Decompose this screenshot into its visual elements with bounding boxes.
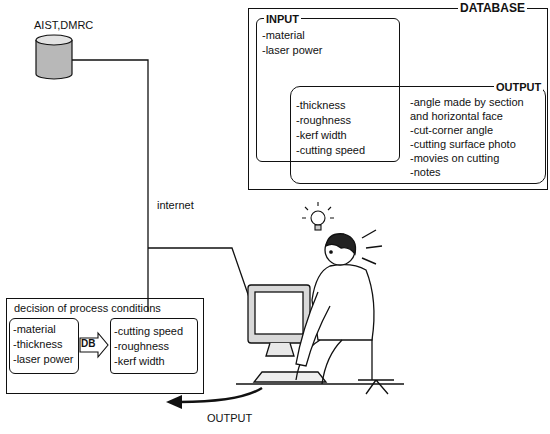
- surprise-marks: [362, 230, 382, 264]
- keyboard: [254, 372, 326, 382]
- item-text: -thickness: [296, 98, 346, 112]
- output-list-box: -cutting speed-roughness-kerf width: [110, 318, 198, 374]
- item-text: -cutting speed: [296, 143, 365, 157]
- database-server: AIST,DMRC: [30, 16, 122, 82]
- monitor-stand: [266, 343, 294, 356]
- item-text: -kerf width: [114, 354, 165, 368]
- network-line: [148, 248, 250, 300]
- bulb-rays: [302, 202, 334, 218]
- arrow-head: [166, 395, 182, 409]
- eye: [330, 251, 332, 253]
- input-list-box: -material-thickness-laser power: [9, 318, 79, 374]
- item-text: -laser power: [13, 352, 74, 366]
- item-text: -cutting speed: [114, 324, 183, 338]
- cylinder-top: [36, 35, 72, 45]
- output-group: OUTPUT-thickness-roughness-kerf width-cu…: [290, 86, 546, 184]
- network-line: [72, 60, 148, 312]
- decision-panel: -material-thickness-laser powerDB-cuttin…: [6, 298, 204, 394]
- output-label: OUTPUT: [206, 411, 253, 425]
- curved-arrow: [180, 388, 262, 402]
- hair: [326, 234, 356, 254]
- arm: [296, 292, 330, 366]
- bulb-base: [315, 225, 321, 230]
- arrow-outline: [80, 333, 108, 357]
- person: [296, 234, 394, 394]
- item-text: DB: [81, 338, 95, 350]
- item-text: -movies on cutting: [410, 151, 499, 165]
- item-text: -notes: [410, 165, 441, 179]
- item-text: -kerf width: [296, 128, 347, 142]
- cylinder-body: [36, 40, 72, 79]
- internet-wire: [72, 60, 250, 312]
- item-text: -material: [13, 322, 56, 336]
- database-panel: INPUT-material-laser powerOUTPUT-thickne…: [248, 8, 548, 190]
- item-text: -angle made by section and horizontal fa…: [410, 95, 538, 123]
- group-heading: INPUT: [264, 12, 301, 26]
- network-label: internet: [156, 198, 195, 212]
- monitor-casing: [248, 285, 310, 343]
- item-text: -cutting surface photo: [410, 137, 516, 151]
- bulb-glass: [311, 211, 325, 225]
- group-heading: OUTPUT: [494, 80, 543, 94]
- item-text: -roughness: [296, 113, 351, 127]
- light-bulb: [302, 202, 334, 230]
- group-heading: DATABASE: [458, 1, 527, 15]
- item-text: decision of process conditions: [14, 301, 161, 315]
- item-text: -roughness: [114, 339, 169, 353]
- item-text: -laser power: [262, 43, 323, 57]
- db-arrow: DB: [80, 333, 108, 357]
- item-text: -material: [262, 28, 305, 42]
- item-text: AIST,DMRC: [34, 18, 93, 32]
- item-text: -cut-corner angle: [410, 123, 493, 137]
- output-arrow: [166, 388, 262, 409]
- item-text: -thickness: [13, 337, 63, 351]
- monitor-screen: [255, 292, 303, 334]
